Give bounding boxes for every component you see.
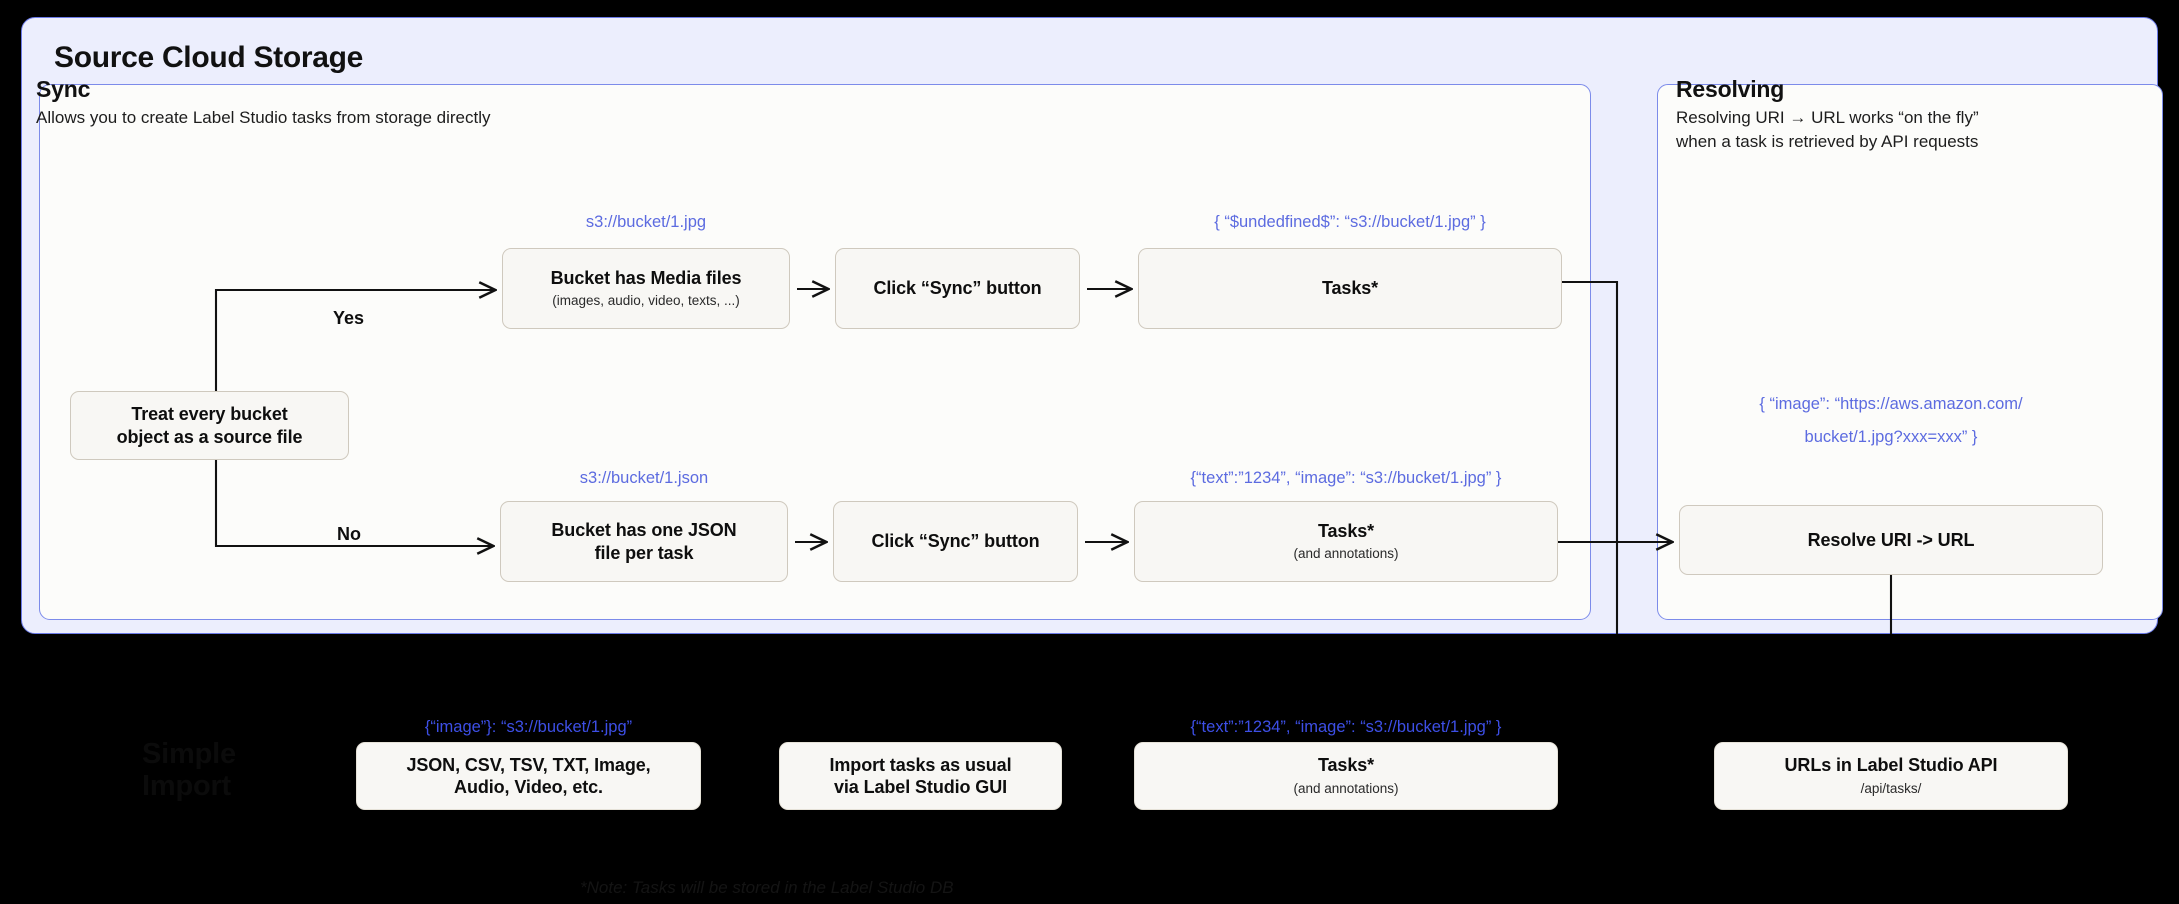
resolving-panel-subtitle-line-1: Resolving URI → URL works “on the fly”	[1676, 108, 1979, 127]
footnote-tasks-stored-in-db: *Note: Tasks will be stored in the Label…	[580, 878, 954, 897]
ghost-line-1: Simple	[142, 738, 236, 770]
node-line-1: JSON, CSV, TSV, TXT, Image,	[406, 754, 651, 775]
simple-import-ghost-label: Simple Import	[142, 738, 236, 803]
caption-import-formats-json: {“image”}: “s3://bucket/1.jpg”	[424, 718, 633, 736]
branch-label-no: No	[337, 524, 361, 544]
caption-top-uri: s3://bucket/1.jpg	[585, 213, 707, 231]
node-subtitle: (and annotations)	[1293, 780, 1399, 796]
node-click-sync-button-bottom[interactable]: Click “Sync” button	[833, 501, 1078, 582]
node-tasks-bottom[interactable]: Tasks* (and annotations)	[1134, 501, 1558, 582]
node-urls-in-label-studio-api[interactable]: URLs in Label Studio API /api/tasks/	[1714, 742, 2068, 810]
caption-resolved-url-line-2: bucket/1.jpg?xxx=xxx” }	[1804, 428, 1978, 446]
caption-import-tasks-json: {“text”:”1234”, “image”: “s3://bucket/1.…	[1190, 718, 1502, 736]
node-supported-formats[interactable]: JSON, CSV, TSV, TXT, Image, Audio, Video…	[356, 742, 701, 810]
node-title: Tasks*	[1317, 520, 1375, 541]
sync-panel-title: Sync	[36, 76, 91, 102]
ghost-line-2: Import	[142, 770, 232, 803]
node-title: Click “Sync” button	[871, 531, 1040, 552]
node-subtitle: (and annotations)	[1293, 546, 1399, 562]
sync-panel-subtitle: Allows you to create Label Studio tasks …	[36, 108, 491, 127]
node-line-2: via Label Studio GUI	[833, 777, 1008, 797]
node-line-1: Treat every bucket	[131, 404, 288, 424]
node-bucket-has-one-json-file[interactable]: Bucket has one JSON file per task	[500, 501, 788, 582]
caption-resolved-url-line-1: { “image”: “https://aws.amazon.com/	[1759, 395, 2023, 413]
caption-bottom-tasks-json: {“text”:”1234”, “image”: “s3://bucket/1.…	[1190, 469, 1502, 487]
node-line-1: Import tasks as usual	[829, 754, 1012, 775]
node-resolve-uri-to-url[interactable]: Resolve URI -> URL	[1679, 505, 2103, 575]
node-click-sync-button-top[interactable]: Click “Sync” button	[835, 248, 1080, 329]
node-bucket-has-media-files[interactable]: Bucket has Media files (images, audio, v…	[502, 248, 790, 329]
node-line-2: file per task	[594, 542, 694, 563]
node-title: Tasks*	[1317, 755, 1375, 776]
node-line-2: object as a source file	[116, 426, 303, 447]
resolving-panel-title: Resolving	[1676, 76, 1785, 102]
node-tasks-top[interactable]: Tasks*	[1138, 248, 1562, 329]
node-title: Click “Sync” button	[873, 278, 1042, 299]
node-line-2: Audio, Video, etc.	[454, 777, 603, 797]
node-title: URLs in Label Studio API	[1784, 755, 1998, 776]
node-tasks-import[interactable]: Tasks* (and annotations)	[1134, 742, 1558, 810]
node-subtitle: (images, audio, video, texts, ...)	[552, 293, 740, 309]
node-treat-every-bucket-object[interactable]: Treat every bucket object as a source fi…	[70, 391, 349, 460]
node-title: Tasks*	[1321, 278, 1379, 299]
resolving-panel-subtitle-line-2: when a task is retrieved by API requests	[1676, 132, 1979, 151]
node-title: Resolve URI -> URL	[1807, 529, 1975, 550]
caption-bottom-uri: s3://bucket/1.json	[579, 469, 709, 487]
node-import-tasks-via-gui[interactable]: Import tasks as usual via Label Studio G…	[779, 742, 1062, 810]
node-title: Bucket has Media files	[550, 267, 742, 288]
branch-label-yes: Yes	[333, 308, 365, 328]
node-line-1: Bucket has one JSON	[551, 520, 737, 540]
node-subtitle: /api/tasks/	[1860, 780, 1922, 796]
page-title: Source Cloud Storage	[54, 41, 364, 74]
caption-top-tasks-json: { “$undedfined$”: “s3://bucket/1.jpg” }	[1214, 213, 1486, 231]
